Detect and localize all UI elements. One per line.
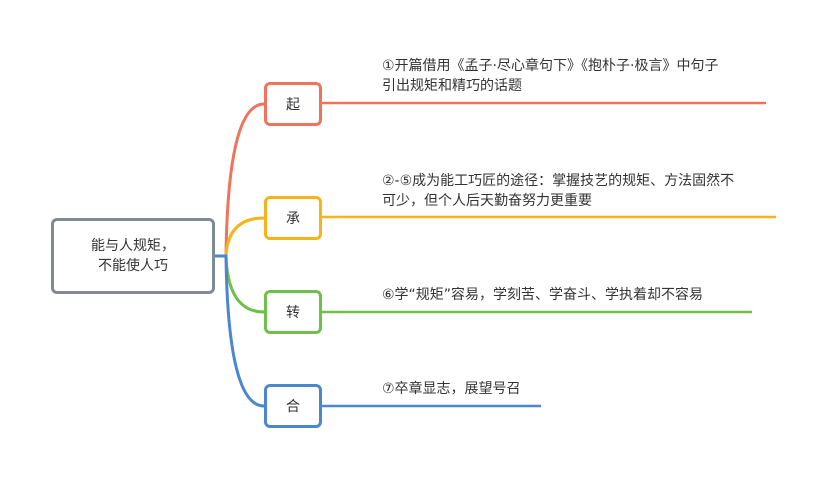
- connector-he: [215, 254, 265, 408]
- branch-label: 合: [286, 399, 300, 415]
- leaf-text-cheng[interactable]: ②-⑤成为能工巧匠的途径：掌握技艺的规矩、方法固然不 可少，但个人后天勤奋努力更…: [382, 171, 734, 211]
- root-node[interactable]: 能与人规矩， 不能使人巧: [51, 218, 215, 294]
- leaf-text-qi[interactable]: ①开篇借用《孟子·尽心章句下》《抱朴子·极言》中句子 引出规矩和精巧的话题: [382, 56, 718, 96]
- root-line-1: 能与人规矩，: [91, 238, 175, 254]
- leaf-line: ⑥学“规矩”容易，学刻苦、学奋斗、学执着却不容易: [382, 287, 704, 303]
- branch-label: 转: [286, 305, 300, 321]
- branch-node-cheng[interactable]: 承: [264, 196, 322, 240]
- leaf-text-he[interactable]: ⑦卒章显志，展望号召: [382, 379, 521, 399]
- leaf-line: 可少，但个人后天勤奋努力更重要: [382, 193, 592, 209]
- branch-node-zhuan[interactable]: 转: [264, 290, 322, 334]
- root-line-2: 不能使人巧: [98, 258, 168, 274]
- connector-cheng: [215, 216, 265, 258]
- branch-node-he[interactable]: 合: [264, 384, 322, 428]
- leaf-text-zhuan[interactable]: ⑥学“规矩”容易，学刻苦、学奋斗、学执着却不容易: [382, 285, 703, 305]
- connector-zhuan: [215, 254, 265, 314]
- leaf-line: ⑦卒章显志，展望号召: [382, 381, 521, 397]
- branch-node-qi[interactable]: 起: [264, 82, 322, 126]
- leaf-line: ①开篇借用《孟子·尽心章句下》《抱朴子·极言》中句子: [382, 58, 719, 74]
- leaf-line: ②-⑤成为能工巧匠的途径：掌握技艺的规矩、方法固然不: [382, 173, 735, 189]
- leaf-line: 引出规矩和精巧的话题: [382, 78, 522, 94]
- branch-label: 承: [286, 211, 300, 227]
- branch-label: 起: [286, 97, 300, 113]
- connector-qi: [215, 102, 265, 258]
